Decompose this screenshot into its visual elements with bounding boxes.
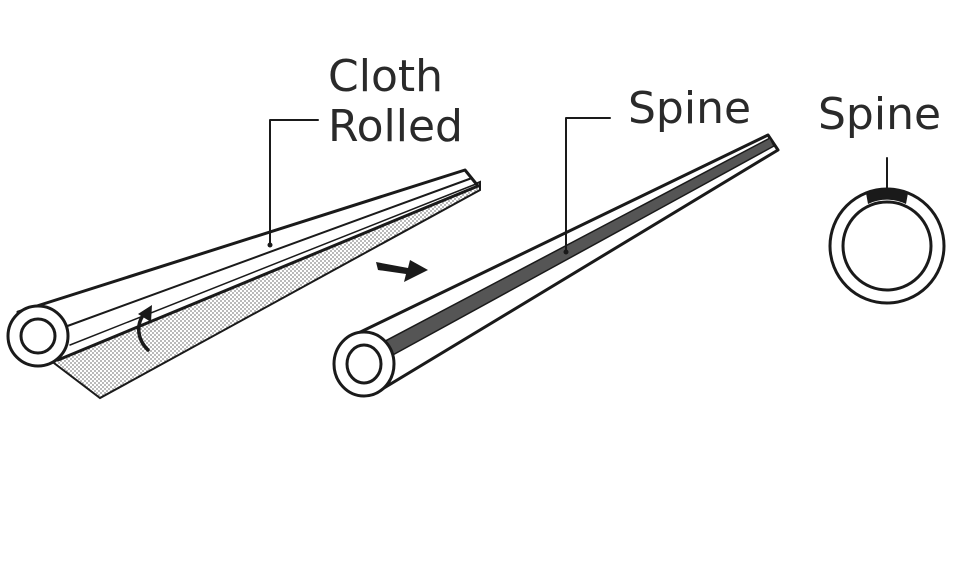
finished-tube-end-inner [345, 343, 383, 385]
spine-stripe [370, 136, 775, 364]
right-arrow-icon [376, 260, 428, 282]
cross-section-spine [866, 188, 908, 204]
finished-tube-illustration [332, 117, 780, 398]
cross-section-illustration [828, 157, 946, 305]
cloth-roll-illustration [6, 119, 481, 400]
spine-label: Spine [628, 83, 752, 134]
rolled-label: Rolled [328, 101, 463, 152]
curved-arrow-icon [137, 305, 152, 352]
cloth-tube-end-inner [19, 317, 57, 355]
cloth-label: Cloth [328, 51, 444, 102]
spine-cross-section-label: Spine [818, 89, 942, 140]
spine-leader-line [565, 117, 611, 253]
cross-section-inner [841, 200, 933, 292]
cloth-leader-line [269, 119, 319, 246]
